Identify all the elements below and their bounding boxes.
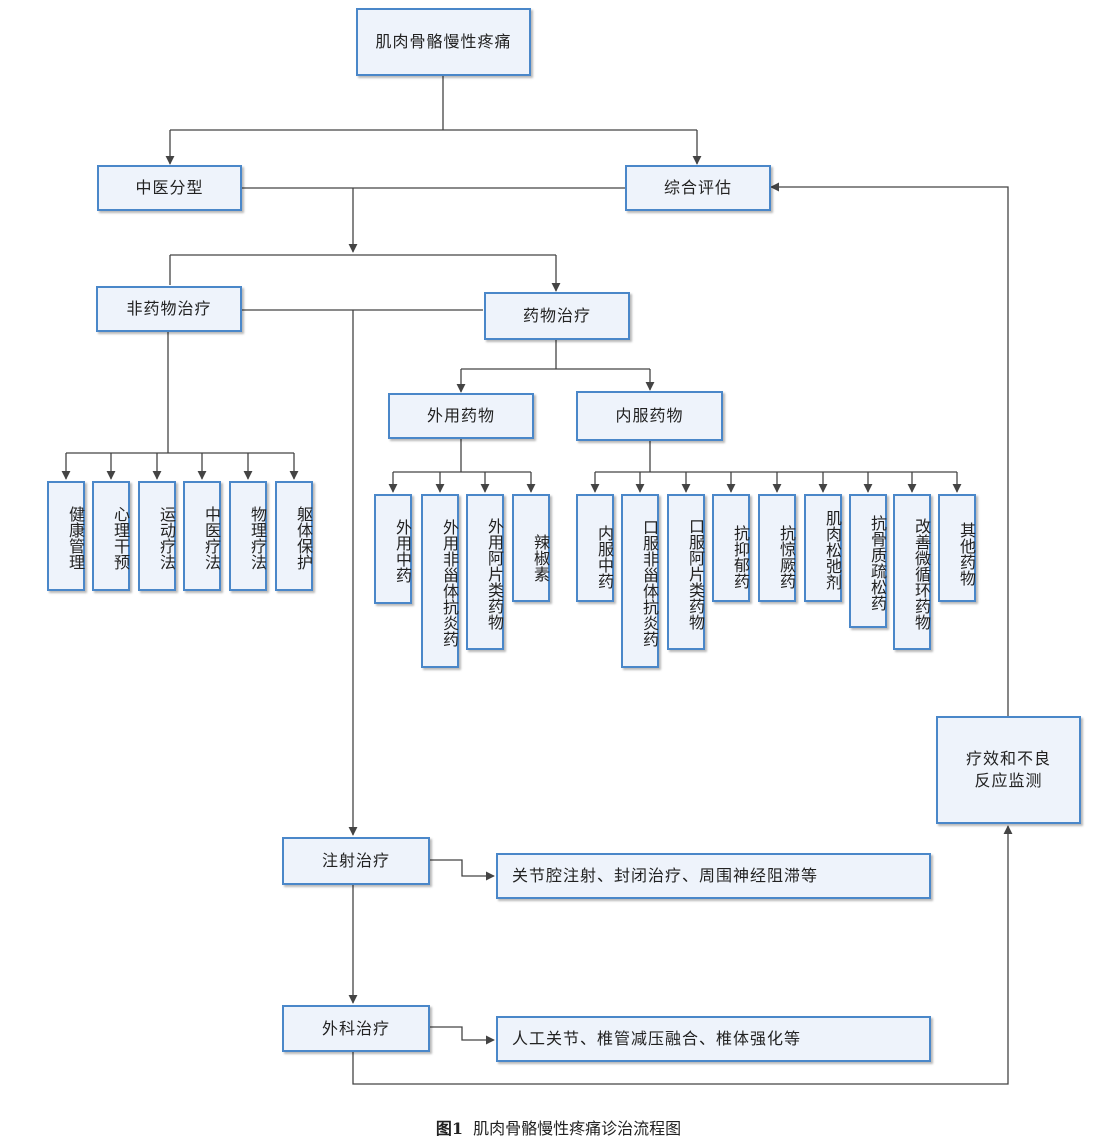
surgery-detail-label: 人工关节、椎管减压融合、椎体强化等: [512, 1029, 802, 1048]
figure-title: 肌肉骨骼慢性疼痛诊治流程图: [473, 1119, 682, 1138]
surgery-detail-node: 人工关节、椎管减压融合、椎体强化等: [496, 1016, 931, 1062]
oral-item-label: 口服阿片类药物: [686, 518, 705, 630]
topical-item-label: 外用阿片类药物: [485, 518, 504, 630]
figure-caption: 图1 肌肉骨骼慢性疼痛诊治流程图: [0, 1115, 1117, 1139]
non-drug-item-label: 躯体保护: [294, 506, 313, 570]
non-drug-item-psychological-intervention: 心理干预: [92, 481, 130, 591]
figure-number: 图1: [435, 1119, 464, 1138]
injection-treatment-label: 注射治疗: [321, 851, 390, 870]
tcm-type-label: 中医分型: [135, 178, 204, 197]
oral-item-nsaids: 口服非甾体抗炎药: [621, 494, 659, 668]
oral-item-label: 抗惊厥药: [777, 525, 796, 589]
oral-drugs-node: 内服药物: [576, 391, 723, 441]
oral-item-label: 口服非甾体抗炎药: [640, 519, 659, 647]
non-drug-item-label: 物理疗法: [248, 506, 267, 570]
oral-item-label: 其他药物: [957, 522, 976, 586]
oral-item-other-drugs: 其他药物: [938, 494, 976, 602]
topical-item-tcm: 外用中药: [374, 494, 412, 604]
drug-treatment-label: 药物治疗: [522, 306, 591, 325]
topical-item-opioids: 外用阿片类药物: [466, 494, 504, 650]
surgical-treatment-node: 外科治疗: [282, 1005, 430, 1052]
assessment-label: 综合评估: [663, 178, 732, 197]
topical-item-capsaicin: 辣椒素: [512, 494, 550, 602]
injection-treatment-node: 注射治疗: [282, 837, 430, 885]
oral-item-label: 肌肉松弛剂: [823, 510, 842, 590]
injection-detail-label: 关节腔注射、封闭治疗、周围神经阻滞等: [512, 866, 819, 885]
topical-item-label: 辣椒素: [531, 534, 550, 582]
oral-drugs-label: 内服药物: [615, 406, 684, 425]
oral-item-antidepressants: 抗抑郁药: [712, 494, 750, 602]
oral-item-label: 抗骨质疏松药: [868, 515, 887, 611]
oral-item-anticonvulsants: 抗惊厥药: [758, 494, 796, 602]
drug-treatment-node: 药物治疗: [484, 292, 630, 340]
non-drug-item-body-protection: 躯体保护: [275, 481, 313, 591]
non-drug-treatment-node: 非药物治疗: [96, 286, 242, 332]
non-drug-item-exercise-therapy: 运动疗法: [138, 481, 176, 591]
non-drug-item-tcm-therapy: 中医疗法: [183, 481, 221, 591]
oral-item-label: 内服中药: [595, 525, 614, 589]
oral-item-label: 抗抑郁药: [731, 525, 750, 589]
injection-detail-node: 关节腔注射、封闭治疗、周围神经阻滞等: [496, 853, 931, 899]
surgical-treatment-label: 外科治疗: [321, 1018, 390, 1038]
oral-item-muscle-relaxants: 肌肉松弛剂: [804, 494, 842, 602]
topical-item-label: 外用非甾体抗炎药: [440, 519, 459, 647]
topical-drugs-node: 外用药物: [388, 393, 534, 439]
non-drug-item-health-management: 健康管理: [47, 481, 85, 591]
tcm-type-node: 中医分型: [97, 165, 242, 211]
topical-item-nsaids: 外用非甾体抗炎药: [421, 494, 459, 668]
assessment-node: 综合评估: [625, 165, 771, 211]
non-drug-item-label: 心理干预: [111, 506, 130, 570]
non-drug-item-label: 中医疗法: [202, 506, 221, 570]
non-drug-treatment-label: 非药物治疗: [126, 299, 212, 318]
non-drug-item-label: 健康管理: [66, 506, 85, 570]
topical-drugs-label: 外用药物: [426, 406, 495, 425]
oral-item-tcm: 内服中药: [576, 494, 614, 602]
oral-item-microcirculation: 改善微循环药物: [893, 494, 931, 650]
root-node: 肌肉骨骼慢性疼痛: [356, 8, 531, 76]
non-drug-item-label: 运动疗法: [157, 506, 176, 570]
non-drug-item-physical-therapy: 物理疗法: [229, 481, 267, 591]
monitoring-node: 疗效和不良 反应监测: [936, 716, 1081, 824]
oral-item-label: 改善微循环药物: [912, 518, 931, 630]
root-label: 肌肉骨骼慢性疼痛: [375, 32, 512, 51]
oral-item-opioids: 口服阿片类药物: [667, 494, 705, 650]
monitoring-label: 疗效和不良 反应监测: [965, 749, 1051, 790]
topical-item-label: 外用中药: [393, 519, 412, 583]
oral-item-anti-osteoporosis: 抗骨质疏松药: [849, 494, 887, 628]
